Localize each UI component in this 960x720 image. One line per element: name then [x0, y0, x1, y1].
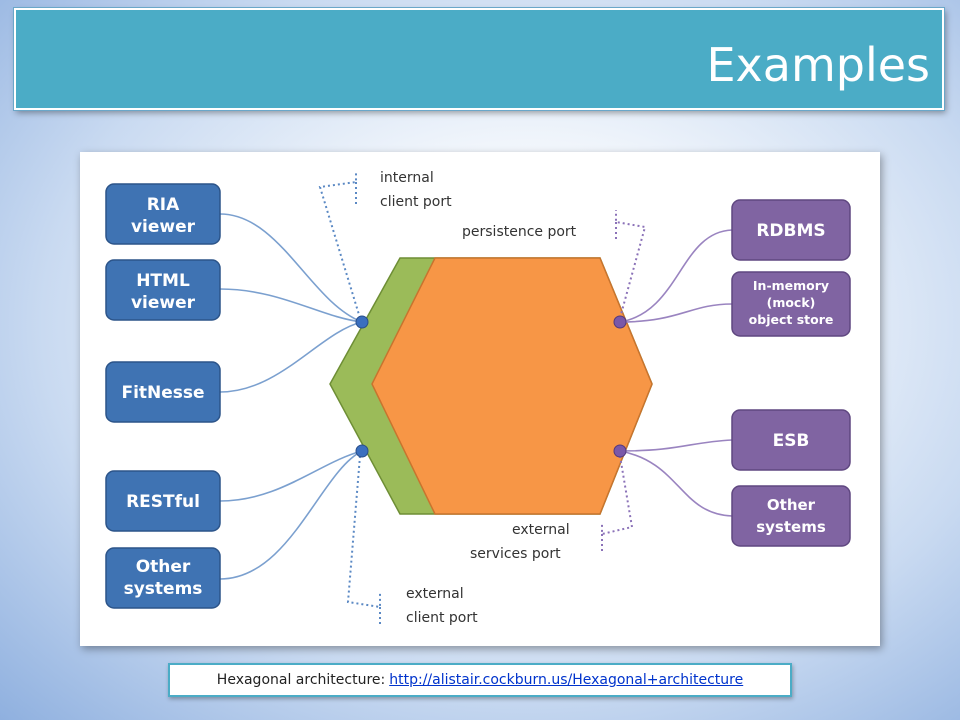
external-client-port-dot: [355, 444, 369, 458]
right-box-esb: ESB: [731, 409, 851, 471]
left-box-restful-line1: RESTful: [126, 492, 200, 512]
connector-ria: [219, 213, 363, 323]
internal-client-port-dot: [355, 315, 369, 329]
right-box-other-line1: Other: [767, 496, 816, 514]
caption-text: Hexagonal architecture:: [216, 672, 386, 688]
left-box-ria-line1: RIA: [147, 195, 180, 215]
persistence-port-label: persistence port: [462, 224, 577, 240]
external-client-bracket: [346, 455, 381, 624]
connector-html: [219, 288, 363, 323]
connector-other-left: [219, 450, 363, 580]
persistence-port-dot: [613, 315, 627, 329]
left-box-html: HTML viewer: [105, 259, 221, 321]
left-box-html-line2: viewer: [131, 293, 196, 313]
right-box-inmemory: In-memory (mock) object store: [731, 271, 851, 337]
left-box-ria-line2: viewer: [131, 217, 196, 237]
right-box-rdbms-line1: RDBMS: [756, 221, 825, 241]
title-bar: Examples: [14, 8, 944, 110]
left-box-other-line2: systems: [124, 579, 203, 599]
left-box-html-line1: HTML: [136, 271, 190, 291]
internal-client-port-label-line1: internal: [380, 170, 434, 186]
left-box-ria: RIA viewer: [105, 183, 221, 245]
connector-inmemory: [619, 303, 733, 323]
right-box-inmemory-line3: object store: [749, 312, 834, 327]
left-box-other-systems: Other systems: [105, 547, 221, 609]
connector-rdbms: [619, 229, 733, 323]
connector-fitnesse: [219, 321, 363, 393]
connector-esb: [619, 439, 733, 452]
connector-restful: [219, 450, 363, 502]
internal-client-port-label-line2: client port: [380, 194, 452, 210]
left-box-fitnesse: FitNesse: [105, 361, 221, 423]
external-services-bracket: [601, 455, 634, 552]
external-client-port-label-line1: external: [406, 586, 464, 602]
left-box-other-line1: Other: [136, 557, 191, 577]
right-box-other-line2: systems: [756, 518, 826, 536]
caption-link[interactable]: http://alistair.cockburn.us/Hexagonal+ar…: [389, 672, 744, 688]
right-box-other-systems: Other systems: [731, 485, 851, 547]
persistence-bracket: [615, 210, 647, 319]
left-box-fitnesse-line1: FitNesse: [121, 383, 204, 403]
external-client-port-label-line2: client port: [406, 610, 478, 626]
right-box-inmemory-line1: In-memory: [753, 278, 829, 293]
caption-box: Hexagonal architecture: http://alistair.…: [168, 663, 792, 697]
right-box-inmemory-line2: (mock): [767, 295, 816, 310]
external-services-port-label-line2: services port: [470, 546, 561, 562]
hexagon-inner: [371, 257, 653, 515]
connector-other-right: [619, 450, 733, 517]
diagram-svg: RIA viewer HTML viewer FitNesse RESTful …: [105, 170, 851, 626]
left-box-restful: RESTful: [105, 470, 221, 532]
external-services-port-label-line1: external: [512, 522, 570, 538]
slide-title: Examples: [706, 38, 930, 92]
internal-client-bracket: [318, 172, 361, 319]
right-box-rdbms: RDBMS: [731, 199, 851, 261]
external-services-port-dot: [613, 444, 627, 458]
right-box-esb-line1: ESB: [773, 431, 810, 451]
hexagonal-architecture-diagram: RIA viewer HTML viewer FitNesse RESTful …: [80, 152, 880, 646]
